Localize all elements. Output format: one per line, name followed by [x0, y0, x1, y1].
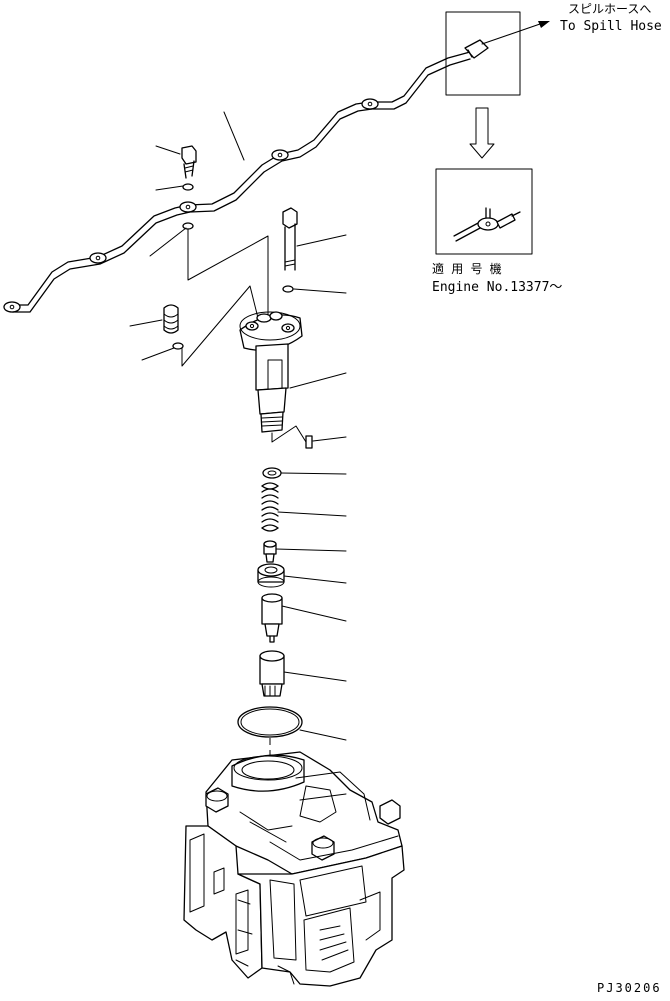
- retaining-nut: [259, 650, 285, 697]
- washer-small: [172, 342, 184, 350]
- leader-line: [280, 472, 347, 475]
- spring-seat: [263, 540, 277, 563]
- nozzle-holder: [239, 311, 303, 433]
- leader-line: [296, 234, 347, 247]
- spill-pipe: [3, 39, 489, 313]
- distance-piece: [257, 563, 285, 588]
- detail-box-old: [445, 11, 521, 96]
- leader-line: [293, 288, 347, 294]
- shim-hole: [267, 470, 277, 476]
- drawing-code: PJ30206: [597, 981, 662, 995]
- detail-box-new: [435, 168, 533, 255]
- shim: [262, 467, 282, 479]
- spill-hose-label-en: To Spill Hose: [560, 19, 662, 34]
- spill-hose-label-jp: スピルホースへ: [568, 2, 651, 16]
- applicable-label-jp: 適 用 号 機: [432, 261, 502, 276]
- assembly-line: [181, 285, 259, 367]
- spill-hose-arrowhead: [538, 21, 550, 28]
- leader-line: [141, 347, 175, 361]
- leader-line: [275, 548, 347, 552]
- detail-new-fitting: [453, 207, 521, 242]
- leader-line: [277, 511, 347, 517]
- leader-line: [223, 111, 245, 161]
- spill-hose-arrow-line: [481, 23, 541, 45]
- leader-line: [149, 227, 187, 257]
- washer-lower: [182, 222, 194, 230]
- leader-line: [299, 729, 347, 741]
- revision-arrow: [469, 107, 495, 159]
- bolt-washer: [282, 285, 294, 293]
- holder-bolt: [282, 207, 298, 271]
- banjo-bolt: [181, 145, 197, 179]
- leader-line: [312, 436, 347, 442]
- leader-line: [155, 185, 184, 191]
- leader-line: [283, 575, 347, 584]
- o-ring: [237, 706, 303, 738]
- check-valve: [163, 304, 179, 334]
- nozzle: [261, 593, 283, 643]
- leader-line: [129, 319, 163, 327]
- cylinder-head: [183, 751, 405, 987]
- leader-line: [283, 671, 347, 682]
- washer-upper: [182, 183, 194, 191]
- pin: [305, 435, 313, 449]
- assembly-line: [187, 228, 269, 319]
- engine-number-label: Engine No.13377～: [432, 280, 562, 295]
- leader-line: [289, 372, 347, 389]
- leader-line: [281, 605, 347, 622]
- leader-line: [155, 145, 181, 155]
- assembly-line: [271, 425, 307, 443]
- spring: [261, 482, 279, 532]
